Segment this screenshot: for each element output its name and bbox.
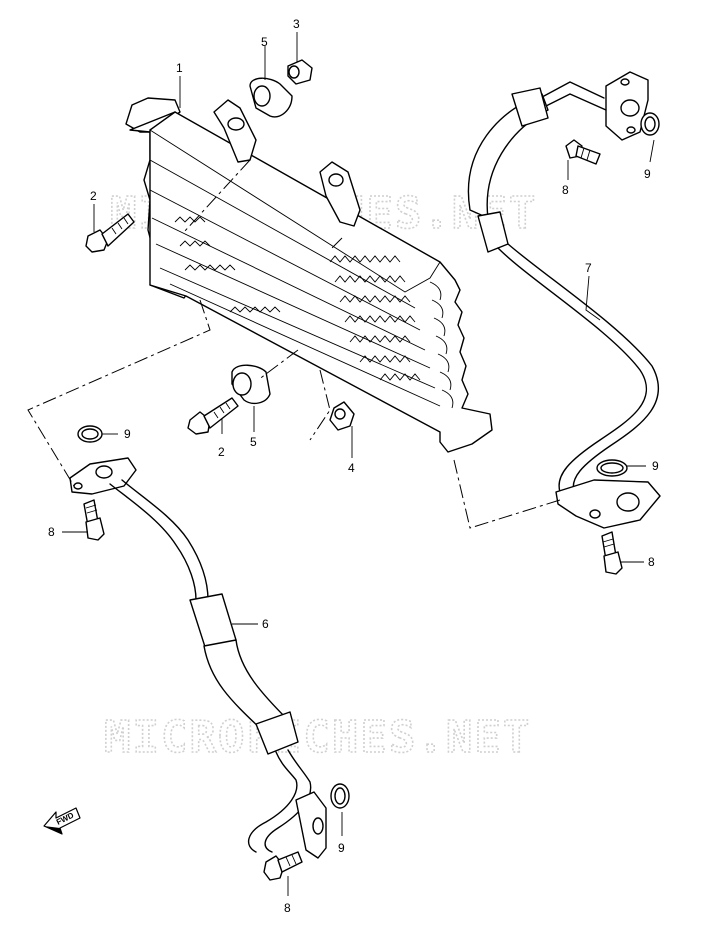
assembly-lines <box>27 159 561 529</box>
callout-8-bottom: 8 <box>284 901 291 915</box>
callout-1: 1 <box>176 61 183 75</box>
bolt-upper[interactable] <box>85 213 135 253</box>
callout-8-upper-right: 8 <box>562 183 569 197</box>
oil-cooler[interactable] <box>125 97 493 453</box>
callout-5-upper: 5 <box>261 35 268 49</box>
o-ring-upper-right-inner <box>644 116 656 132</box>
callout-2-lower: 2 <box>218 445 225 459</box>
callout-9-lower-right: 9 <box>652 459 659 473</box>
bolt-lower[interactable] <box>187 397 239 435</box>
callout-2-upper: 2 <box>90 189 97 203</box>
bolt-8-bottom[interactable] <box>263 851 303 881</box>
callout-5-lower: 5 <box>250 435 257 449</box>
grommet-middle[interactable] <box>231 364 271 405</box>
watermark-bottom: MICROFICHES.NET <box>104 712 531 763</box>
collar-middle[interactable] <box>329 401 355 431</box>
oil-hose-left[interactable] <box>69 457 327 859</box>
callout-9-left: 9 <box>124 427 131 441</box>
bolt-8-upper-right[interactable] <box>565 139 601 165</box>
o-ring-lower-right-inner <box>600 462 624 474</box>
callout-8-lower-right: 8 <box>648 555 655 569</box>
bolt-8-lower-right[interactable] <box>601 531 623 575</box>
callout-6: 6 <box>262 617 269 631</box>
o-ring-bottom-inner <box>334 787 346 805</box>
callout-3: 3 <box>293 17 300 31</box>
callout-4: 4 <box>348 461 355 475</box>
callout-8-left: 8 <box>48 525 55 539</box>
callout-9-upper-right: 9 <box>644 167 651 181</box>
o-ring-left-inner <box>81 428 99 440</box>
oil-hose-right[interactable] <box>467 71 661 529</box>
callout-7: 7 <box>585 261 592 275</box>
grommet-top[interactable] <box>249 77 293 118</box>
fwd-arrow-icon: FWD <box>43 807 81 835</box>
bolt-8-left[interactable] <box>83 499 105 541</box>
leader-lines <box>62 32 655 896</box>
collar-top[interactable] <box>287 59 313 85</box>
callout-9-bottom: 9 <box>338 841 345 855</box>
